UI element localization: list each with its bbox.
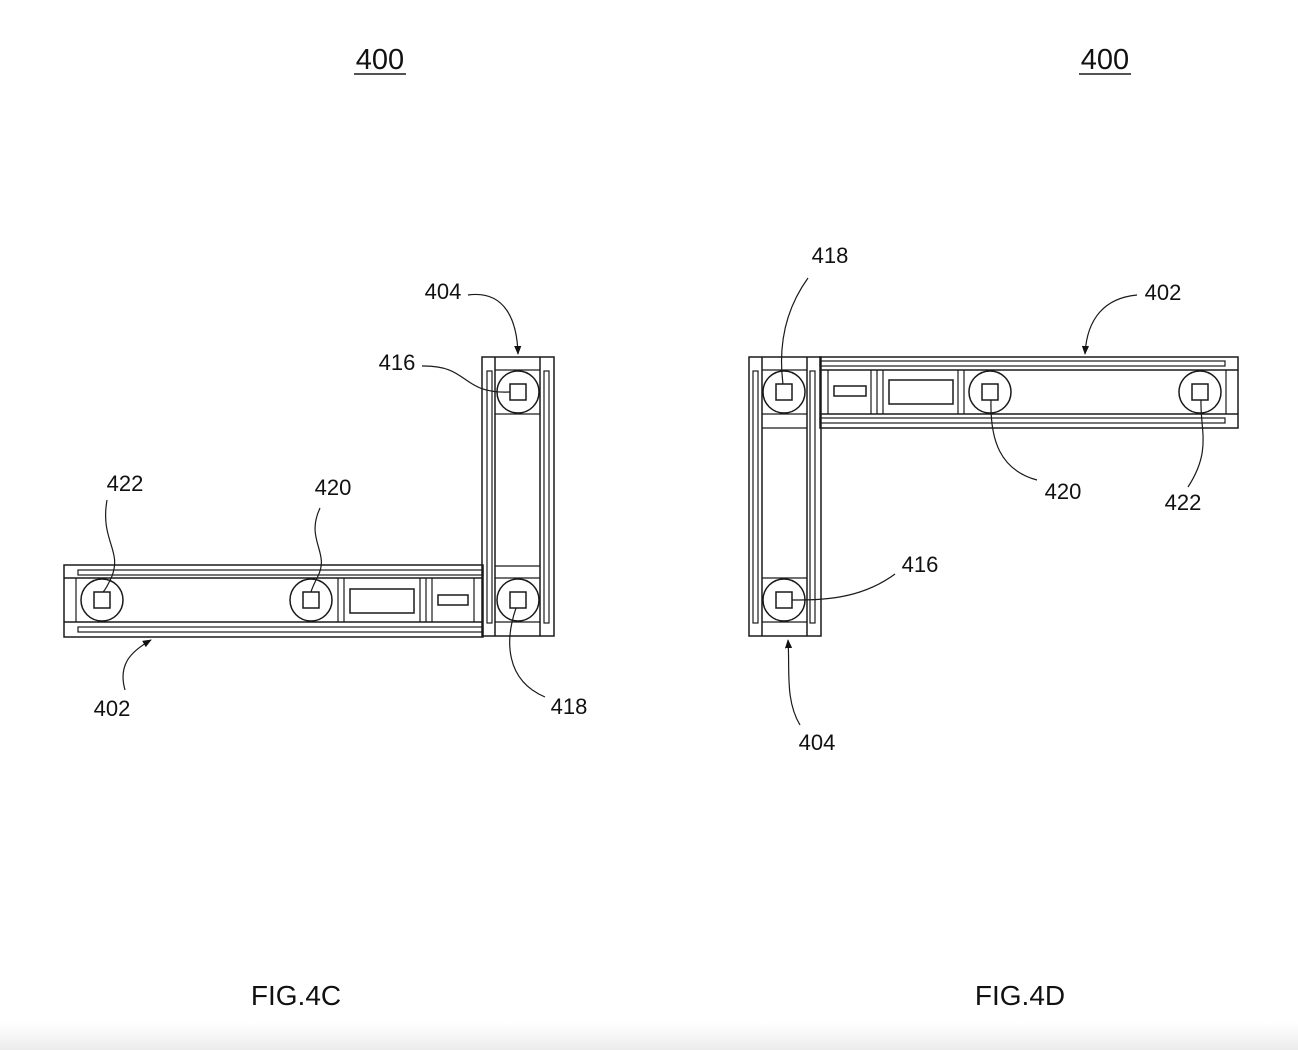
fig4c-label-402: 402 bbox=[94, 696, 131, 721]
fig4c-caption: FIG.4C bbox=[251, 980, 341, 1011]
fig4c-label-420: 420 bbox=[315, 475, 352, 500]
fig4c-leader-404 bbox=[467, 293, 522, 355]
fig4c-leader-416 bbox=[421, 365, 511, 393]
fig4d-leader-418 bbox=[780, 277, 809, 385]
fig4d-fastener-418 bbox=[762, 370, 806, 414]
fig4c-leader-422 bbox=[102, 499, 116, 593]
fig4c-leader-418 bbox=[509, 607, 546, 698]
fig4d-leader-402 bbox=[1081, 294, 1138, 355]
fig4c-label-404: 404 bbox=[425, 279, 462, 304]
figure-4c: 400 bbox=[63, 44, 588, 1011]
fig4c-horizontal-member bbox=[63, 564, 484, 638]
fig4d-fastener-422 bbox=[1178, 370, 1222, 414]
fig4c-leader-402 bbox=[122, 639, 152, 691]
fig4c-leader-420 bbox=[310, 507, 322, 593]
viewer-bottom-edge bbox=[0, 1022, 1298, 1050]
fig4d-leader-422 bbox=[1187, 399, 1204, 488]
fig4d-label-418: 418 bbox=[812, 243, 849, 268]
fig4d-leader-404 bbox=[784, 639, 801, 726]
fig4c-fastener-420 bbox=[289, 578, 333, 622]
fig4c-fastener-418 bbox=[496, 578, 540, 622]
fig4d-label-420: 420 bbox=[1045, 479, 1082, 504]
fig4d-label-422: 422 bbox=[1165, 490, 1202, 515]
fig4d-caption: FIG.4D bbox=[975, 980, 1065, 1011]
fig4d-vertical-member bbox=[748, 356, 822, 637]
figure-4d: 400 bbox=[748, 44, 1239, 1011]
fig4d-reference-number: 400 bbox=[1081, 44, 1129, 76]
fig4d-label-416: 416 bbox=[902, 552, 939, 577]
fig4d-leader-420 bbox=[990, 399, 1038, 481]
fig4d-label-402: 402 bbox=[1145, 280, 1182, 305]
fig4c-label-418: 418 bbox=[551, 694, 588, 719]
fig4c-reference-number: 400 bbox=[356, 44, 404, 76]
fig4d-horizontal-member bbox=[819, 356, 1239, 429]
fig4d-leader-416 bbox=[791, 573, 896, 601]
fig4c-label-416: 416 bbox=[379, 350, 416, 375]
fig4c-fastener-422 bbox=[80, 578, 124, 622]
fig4c-vertical-member bbox=[481, 356, 555, 637]
fig4d-label-404: 404 bbox=[799, 730, 836, 755]
fig4c-label-422: 422 bbox=[107, 471, 144, 496]
fig4d-fastener-420 bbox=[968, 370, 1012, 414]
